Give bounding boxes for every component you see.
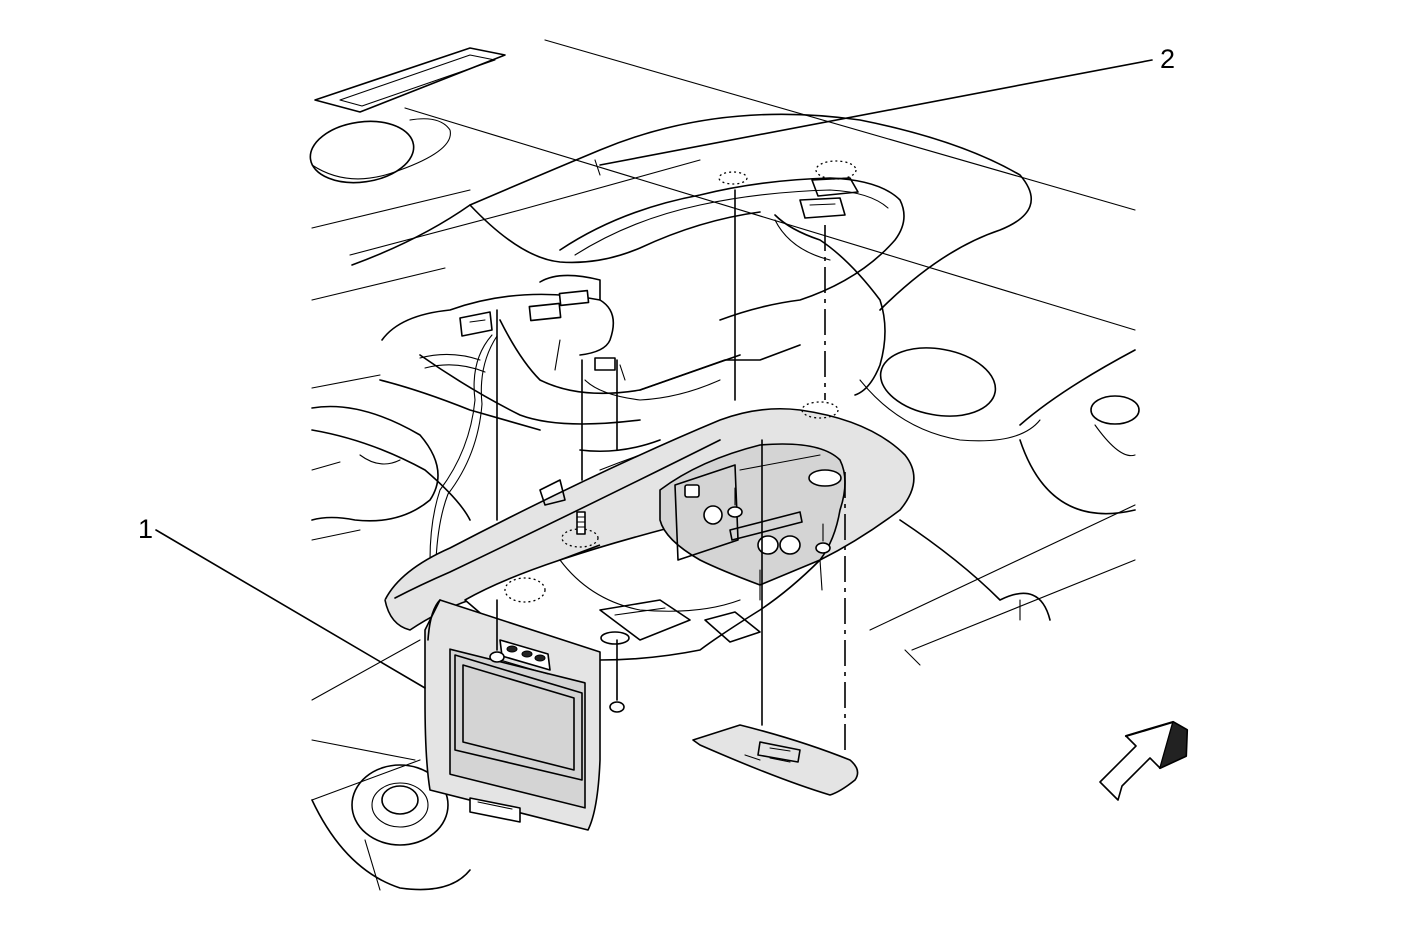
screw-icon <box>815 523 831 554</box>
callout-1: 1 <box>138 514 426 689</box>
alignment-lines <box>496 189 846 752</box>
forward-direction-arrow-icon <box>1099 720 1189 801</box>
callout-1-label: 1 <box>138 514 153 544</box>
screw-icon <box>576 511 586 535</box>
screw-icon <box>727 487 743 518</box>
overhead-console-bezel <box>384 401 915 661</box>
callout-2: 2 <box>599 44 1175 166</box>
roof-trim-plate-housing <box>559 160 905 396</box>
dvd-trim-cover <box>692 724 859 796</box>
roof-headliner-panel <box>309 39 1140 891</box>
overhead-console-bracket <box>311 274 801 561</box>
video-display-screen <box>424 599 601 831</box>
callout-2-label: 2 <box>1160 44 1175 74</box>
